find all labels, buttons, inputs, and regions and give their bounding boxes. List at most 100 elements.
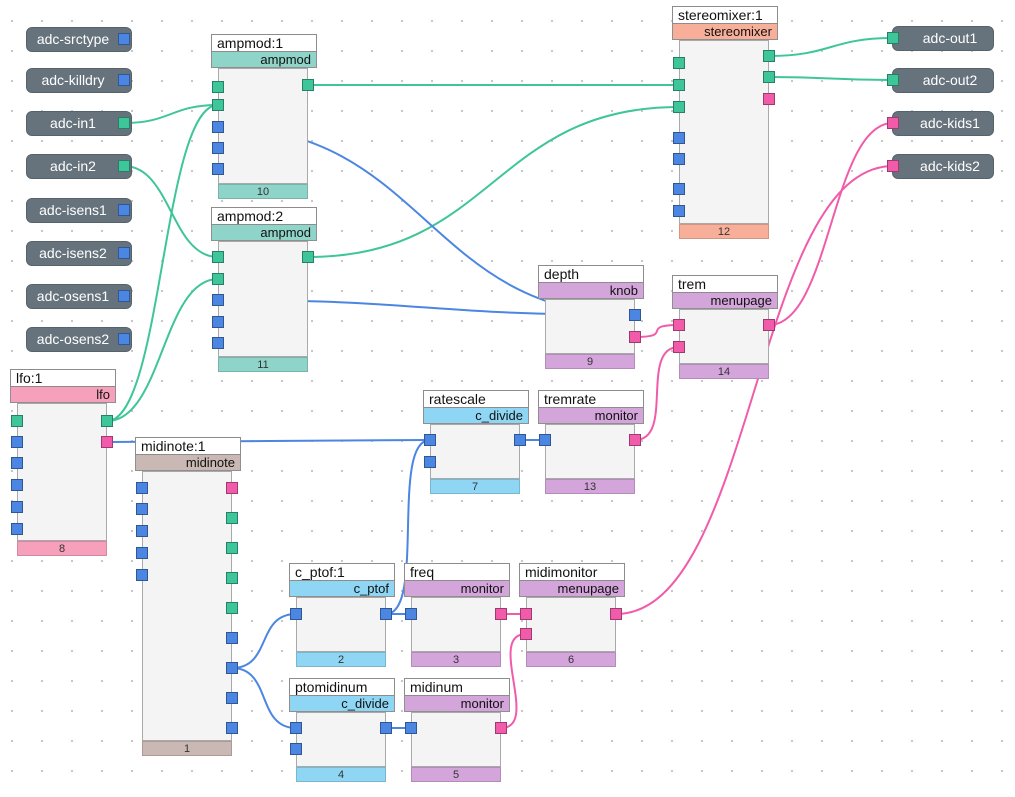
input-pill-adc-isens2[interactable]: adc-isens2 xyxy=(26,241,132,266)
input-port[interactable] xyxy=(673,205,685,217)
output-port[interactable] xyxy=(495,722,507,734)
input-port[interactable] xyxy=(212,142,224,154)
output-port[interactable] xyxy=(495,608,507,620)
input-port[interactable] xyxy=(212,121,224,133)
cable-green[interactable] xyxy=(123,104,219,124)
input-port[interactable] xyxy=(11,523,23,535)
output-port[interactable] xyxy=(226,722,238,734)
input-port[interactable] xyxy=(212,99,224,111)
input-port[interactable] xyxy=(212,337,224,349)
input-port[interactable] xyxy=(136,547,148,559)
output-port[interactable] xyxy=(226,482,238,494)
output-port[interactable] xyxy=(514,434,526,446)
output-pill-adc-out2[interactable]: adc-out2 xyxy=(892,68,994,93)
input-pill-adc-osens1[interactable]: adc-osens1 xyxy=(26,284,132,309)
output-port[interactable] xyxy=(610,608,622,620)
cable-green[interactable] xyxy=(768,76,894,81)
input-pill-adc-in2[interactable]: adc-in2 xyxy=(26,154,132,179)
output-port[interactable] xyxy=(118,33,130,45)
output-port[interactable] xyxy=(226,632,238,644)
output-port[interactable] xyxy=(101,436,113,448)
cable-blue[interactable] xyxy=(231,613,297,669)
input-port[interactable] xyxy=(136,569,148,581)
output-port[interactable] xyxy=(380,722,392,734)
input-port[interactable] xyxy=(673,79,685,91)
output-port[interactable] xyxy=(118,74,130,86)
output-pill-adc-out1[interactable]: adc-out1 xyxy=(892,26,994,51)
input-port[interactable] xyxy=(673,57,685,69)
input-port[interactable] xyxy=(887,160,899,172)
output-port[interactable] xyxy=(763,93,775,105)
output-port[interactable] xyxy=(118,204,130,216)
output-port[interactable] xyxy=(101,415,113,427)
input-port[interactable] xyxy=(212,251,224,263)
input-port[interactable] xyxy=(136,503,148,515)
output-pill-adc-kids1[interactable]: adc-kids1 xyxy=(892,111,994,136)
input-port[interactable] xyxy=(290,608,302,620)
output-port[interactable] xyxy=(763,71,775,83)
input-port[interactable] xyxy=(405,608,417,620)
output-port[interactable] xyxy=(380,608,392,620)
input-port[interactable] xyxy=(405,722,417,734)
output-port[interactable] xyxy=(226,572,238,584)
output-port[interactable] xyxy=(226,662,238,674)
input-port[interactable] xyxy=(11,436,23,448)
input-port[interactable] xyxy=(673,183,685,195)
input-port[interactable] xyxy=(11,479,23,491)
cable-green[interactable] xyxy=(307,106,680,258)
input-port[interactable] xyxy=(887,32,899,44)
input-port[interactable] xyxy=(212,163,224,175)
input-port[interactable] xyxy=(212,294,224,306)
output-port[interactable] xyxy=(118,333,130,345)
input-port[interactable] xyxy=(520,628,532,640)
output-port[interactable] xyxy=(629,331,641,343)
output-port[interactable] xyxy=(118,117,130,129)
input-port[interactable] xyxy=(887,117,899,129)
output-pill-adc-kids2[interactable]: adc-kids2 xyxy=(892,154,994,179)
input-port[interactable] xyxy=(424,434,436,446)
input-port[interactable] xyxy=(424,456,436,468)
output-port[interactable] xyxy=(226,512,238,524)
output-port[interactable] xyxy=(118,160,130,172)
output-port[interactable] xyxy=(763,319,775,331)
input-pill-adc-srctype[interactable]: adc-srctype xyxy=(26,27,132,52)
input-port[interactable] xyxy=(212,273,224,285)
input-port[interactable] xyxy=(212,81,224,93)
input-port[interactable] xyxy=(673,153,685,165)
output-port[interactable] xyxy=(118,290,130,302)
input-port[interactable] xyxy=(887,74,899,86)
input-port[interactable] xyxy=(11,415,23,427)
output-port[interactable] xyxy=(629,434,641,446)
input-port[interactable] xyxy=(539,434,551,446)
output-port[interactable] xyxy=(226,542,238,554)
cable-green[interactable] xyxy=(768,37,894,57)
input-port[interactable] xyxy=(136,525,148,537)
output-port[interactable] xyxy=(118,247,130,259)
output-port[interactable] xyxy=(629,309,641,321)
input-port[interactable] xyxy=(673,319,685,331)
input-pill-adc-killdry[interactable]: adc-killdry xyxy=(26,68,132,93)
input-port[interactable] xyxy=(673,341,685,353)
cable-blue[interactable] xyxy=(231,667,297,729)
input-port[interactable] xyxy=(290,722,302,734)
output-port[interactable] xyxy=(226,692,238,704)
output-port[interactable] xyxy=(226,602,238,614)
cable-pink[interactable] xyxy=(768,122,894,326)
input-port[interactable] xyxy=(673,101,685,113)
output-port[interactable] xyxy=(302,251,314,263)
input-pill-adc-osens2[interactable]: adc-osens2 xyxy=(26,327,132,352)
output-port[interactable] xyxy=(763,50,775,62)
input-port[interactable] xyxy=(673,132,685,144)
input-port[interactable] xyxy=(290,743,302,755)
input-pill-adc-isens1[interactable]: adc-isens1 xyxy=(26,198,132,223)
